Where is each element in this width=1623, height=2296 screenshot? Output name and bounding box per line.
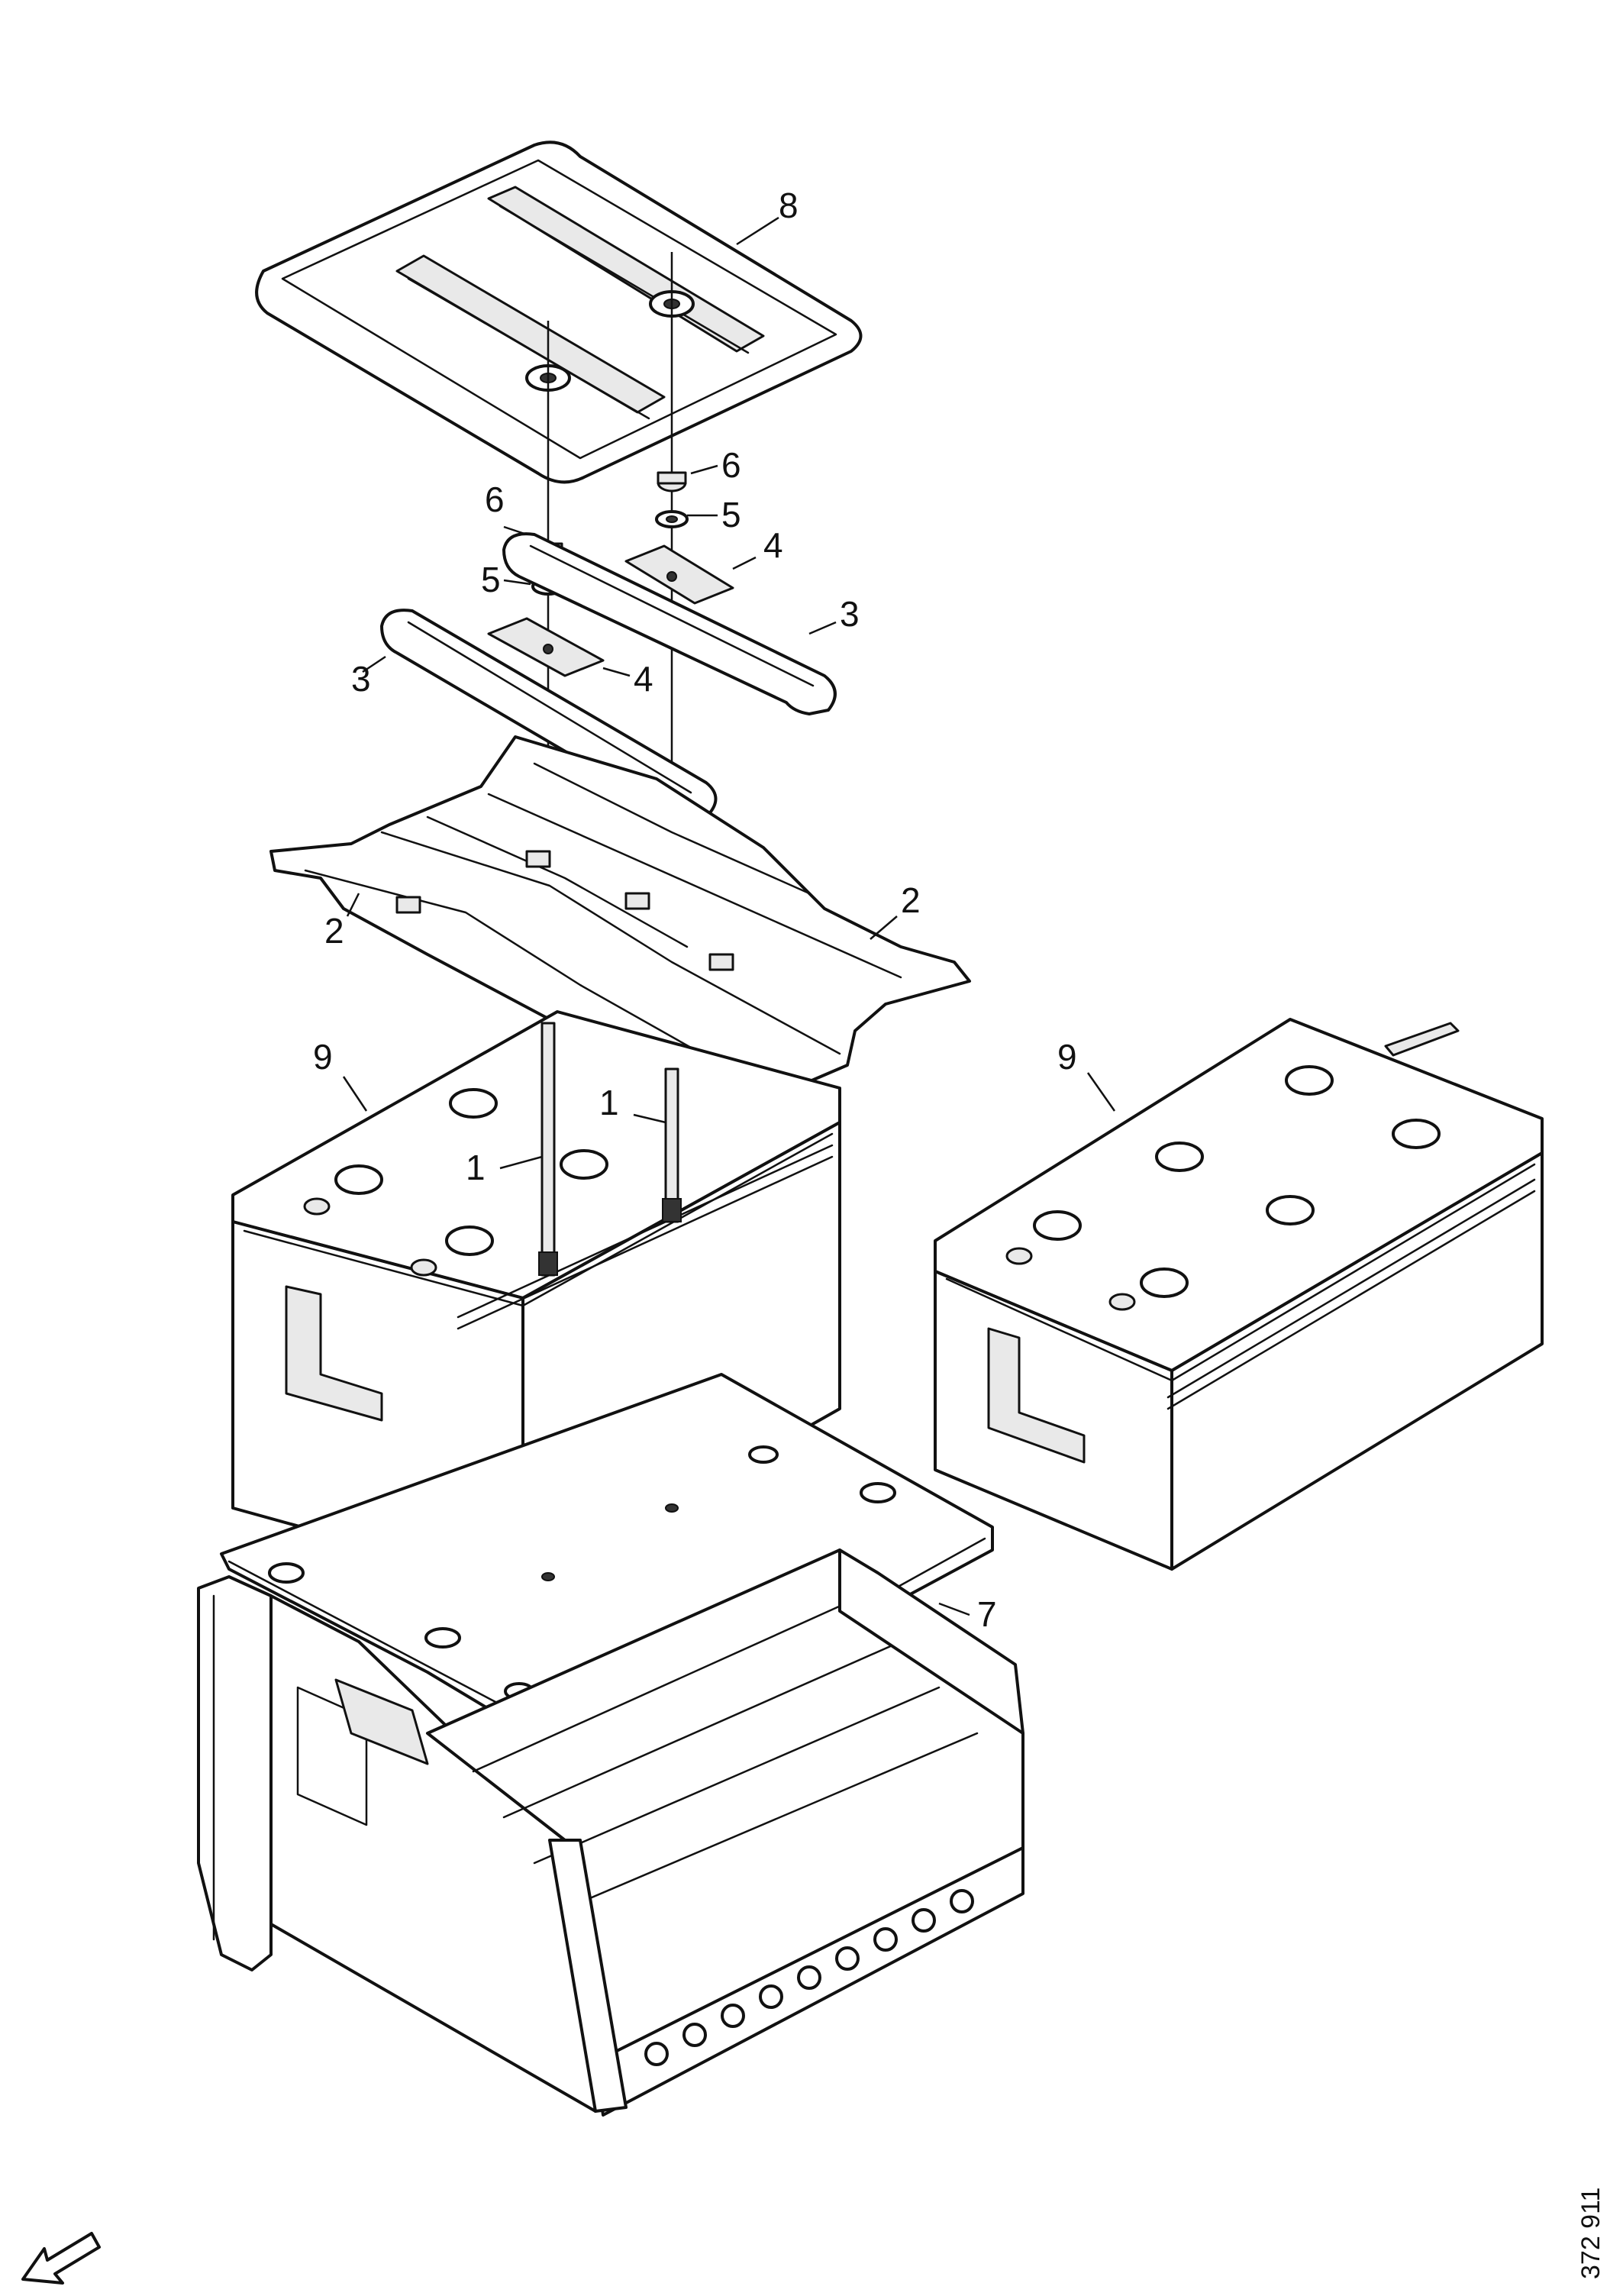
battery-box-frame (197, 1548, 1024, 2117)
callout-1-right: 1 (599, 1083, 619, 1122)
callout-3-left: 3 (351, 659, 371, 699)
callout-6-right: 6 (721, 445, 741, 485)
callout-2-right: 2 (901, 880, 921, 920)
callout-5-left: 5 (481, 560, 501, 599)
callout-6-left: 6 (485, 480, 505, 519)
callout-4-left: 4 (634, 659, 653, 699)
document-number: 372 911 (1576, 2188, 1605, 2279)
callout-4-right: 4 (763, 525, 783, 565)
callout-1-left: 1 (466, 1148, 486, 1187)
studs-part-1 (538, 1022, 682, 1277)
battery-right-part-9 (934, 1018, 1544, 1571)
arrow-down-left-icon (21, 2232, 101, 2285)
callout-leaders (342, 216, 1116, 1616)
callout-9-left: 9 (313, 1037, 333, 1077)
callout-8: 8 (779, 186, 799, 225)
callout-5-right: 5 (721, 495, 741, 534)
callout-7: 7 (977, 1594, 997, 1634)
callout-9-right: 9 (1057, 1037, 1077, 1077)
clamps-part-4 (487, 544, 734, 677)
callout-labels: 8 6 5 4 3 6 5 4 3 2 2 9 9 1 1 7 (313, 186, 1077, 1634)
frame-holes (644, 1889, 974, 2066)
callout-3-right: 3 (840, 594, 860, 634)
callout-2-left: 2 (324, 911, 344, 951)
battery-cover-part-8 (255, 140, 863, 484)
terminal-caps (303, 1088, 608, 1277)
top-frame-part-2 (269, 735, 971, 1124)
